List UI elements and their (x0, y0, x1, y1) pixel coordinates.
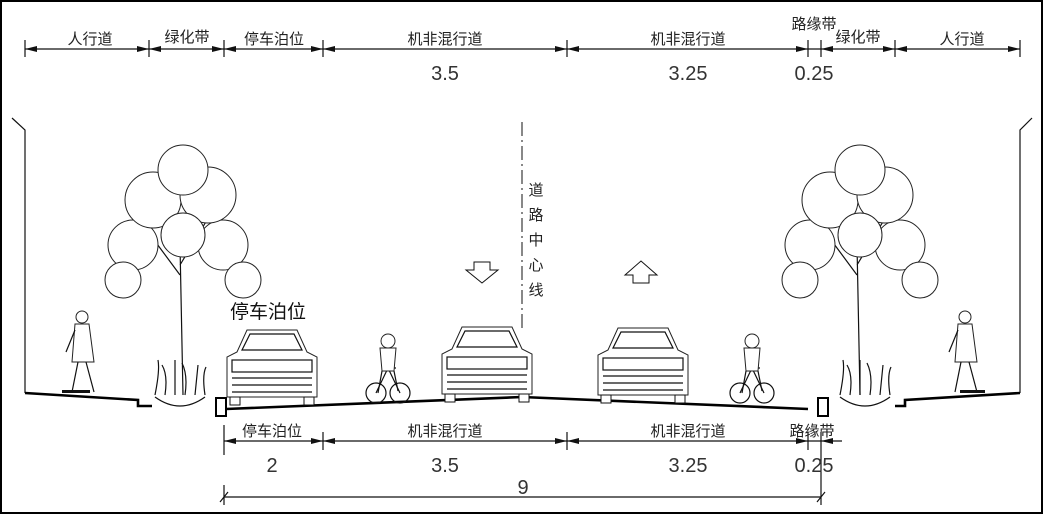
dim-label-mixed-lane-left: 机非混行道 (407, 30, 482, 48)
bottom-label-mixed-lane-left: 机非混行道 (407, 422, 482, 440)
dim-value-mixed-lane-left: 3.5 (431, 63, 459, 85)
parking-label: 停车泊位 (230, 301, 306, 323)
svg-text:路: 路 (528, 206, 543, 224)
car-right-lane (597, 327, 689, 404)
parked-car (226, 329, 318, 406)
bottom-value-curb-strip: 0.25 (795, 455, 834, 477)
building-line-right (1019, 117, 1033, 393)
bottom-value-mixed-lane-right: 3.25 (669, 455, 708, 477)
shrubs-right (839, 359, 892, 407)
dim-label-curb-strip: 路缘带 (791, 15, 836, 33)
total-width-value: 9 (517, 477, 528, 499)
top-dimension-line: 人行道 绿化带 停车泊位 机非混行道 机非混行道 路缘带 绿化带 人行道 3.5… (24, 15, 1021, 85)
bottom-value-mixed-lane-left: 3.5 (431, 455, 459, 477)
bottom-label-parking: 停车泊位 (242, 422, 302, 440)
dim-value-mixed-lane-right: 3.25 (669, 63, 708, 85)
tree-right (781, 144, 939, 396)
dim-label-greenbelt-left: 绿化带 (164, 28, 209, 46)
dim-label-mixed-lane-right: 机非混行道 (650, 30, 725, 48)
svg-text:道: 道 (528, 181, 543, 199)
svg-text:中: 中 (528, 231, 543, 249)
pedestrian-left (65, 310, 95, 393)
cyclist-left (365, 333, 411, 404)
bottom-value-parking: 2 (266, 455, 277, 477)
bottom-label-mixed-lane-right: 机非混行道 (650, 422, 725, 440)
direction-arrow-up-icon (623, 260, 659, 284)
bottom-dimension-line: 停车泊位 机非混行道 机非混行道 路缘带 2 3.5 3.25 0.25 9 (219, 422, 842, 505)
svg-text:线: 线 (528, 281, 543, 299)
bottom-label-curb-strip: 路缘带 (789, 422, 834, 440)
dim-value-curb-strip: 0.25 (795, 63, 834, 85)
svg-text:心: 心 (528, 256, 543, 274)
dim-label-parking: 停车泊位 (244, 30, 304, 48)
dim-label-sidewalk-left: 人行道 (67, 30, 112, 48)
dim-label-sidewalk-right: 人行道 (939, 30, 984, 48)
direction-arrow-down-icon (464, 261, 500, 284)
shrubs-left (154, 359, 207, 407)
pedestrian-right (948, 310, 978, 393)
cyclist-right (729, 333, 775, 404)
dim-label-greenbelt-right: 绿化带 (835, 28, 880, 46)
centerline-label: 道 路 中 心 线 (528, 181, 543, 299)
building-line-left (11, 117, 26, 393)
car-left-lane (441, 326, 533, 403)
